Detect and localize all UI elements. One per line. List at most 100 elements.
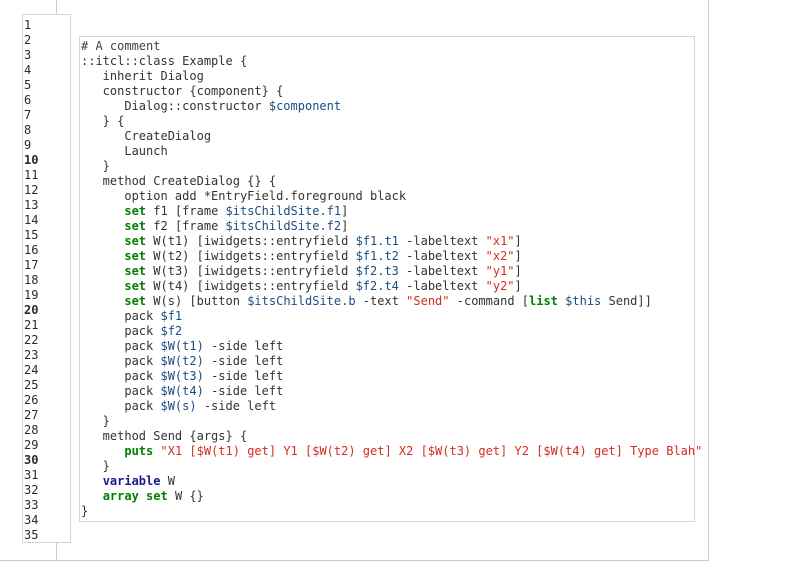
text-token: -text bbox=[355, 294, 407, 308]
text-token: } bbox=[81, 504, 89, 518]
line-number: 25 bbox=[24, 378, 39, 392]
text-token: option add *EntryField.foreground black bbox=[81, 189, 407, 203]
line-number: 16 bbox=[24, 243, 39, 257]
text-token bbox=[81, 279, 124, 293]
code-line: set W(t1) [iwidgets::entryfield $f1.t1 -… bbox=[81, 234, 702, 249]
text-token: pack bbox=[81, 384, 161, 398]
variable-token: $f2.t3 bbox=[355, 264, 399, 278]
line-number: 20 bbox=[24, 303, 39, 317]
text-token: ] bbox=[514, 264, 522, 278]
string-token: "X1 [$W(t1) get] Y1 [$W(t2) get] X2 [$W(… bbox=[160, 444, 703, 458]
keyword-token: set bbox=[124, 219, 147, 233]
code-line: } { bbox=[81, 114, 702, 129]
text-token bbox=[81, 474, 103, 488]
text-token: ] bbox=[514, 249, 522, 263]
string-token: "x1" bbox=[485, 234, 515, 248]
text-token bbox=[81, 249, 124, 263]
code-line: pack $f2 bbox=[81, 324, 702, 339]
text-token: pack bbox=[81, 369, 161, 383]
code-content[interactable]: # A comment::itcl::class Example { inher… bbox=[81, 39, 702, 519]
keyword-token: puts bbox=[124, 444, 154, 458]
variable-token: $itsChildSite.f1 bbox=[225, 204, 342, 218]
code-editor[interactable] bbox=[79, 36, 695, 522]
variable-token: $f2 bbox=[160, 324, 183, 338]
text-token: Dialog::constructor bbox=[81, 99, 269, 113]
keyword-token: list bbox=[529, 294, 558, 308]
text-token: CreateDialog bbox=[81, 129, 212, 143]
code-line: method CreateDialog {} { bbox=[81, 174, 702, 189]
text-token: W(t3) [iwidgets::entryfield bbox=[146, 264, 356, 278]
text-token: Send]] bbox=[601, 294, 652, 308]
text-token: } bbox=[81, 414, 110, 428]
code-line: pack $f1 bbox=[81, 309, 702, 324]
variable-token: $f1.t1 bbox=[355, 234, 399, 248]
text-token: ] bbox=[341, 219, 349, 233]
line-number: 21 bbox=[24, 318, 39, 332]
keyword-token: set bbox=[124, 234, 147, 248]
code-line: set W(s) [button $itsChildSite.b -text "… bbox=[81, 294, 702, 309]
code-line: option add *EntryField.foreground black bbox=[81, 189, 702, 204]
code-line: Launch bbox=[81, 144, 702, 159]
variable-token: $itsChildSite.f2 bbox=[225, 219, 342, 233]
variable-token: $f1 bbox=[160, 309, 183, 323]
text-token: -side left bbox=[203, 354, 284, 368]
code-line: set W(t4) [iwidgets::entryfield $f2.t4 -… bbox=[81, 279, 702, 294]
line-number: 10 bbox=[24, 153, 39, 167]
text-token bbox=[81, 219, 124, 233]
text-token: pack bbox=[81, 309, 161, 323]
line-number: 23 bbox=[24, 348, 39, 362]
text-token: } { bbox=[81, 114, 125, 128]
line-number: 28 bbox=[24, 423, 39, 437]
code-line: constructor {component} { bbox=[81, 84, 702, 99]
code-line: pack $W(t1) -side left bbox=[81, 339, 702, 354]
keyword-token: set bbox=[124, 294, 147, 308]
variable-token: $component bbox=[268, 99, 342, 113]
line-number: 32 bbox=[24, 483, 39, 497]
text-token: -side left bbox=[203, 369, 284, 383]
line-number: 1 bbox=[24, 18, 32, 32]
line-number: 12 bbox=[24, 183, 39, 197]
variable-token: $f1.t2 bbox=[355, 249, 399, 263]
line-number: 11 bbox=[24, 168, 39, 182]
text-token: W(t4) [iwidgets::entryfield bbox=[146, 279, 356, 293]
code-line: puts "X1 [$W(t1) get] Y1 [$W(t2) get] X2… bbox=[81, 444, 702, 459]
line-number: 8 bbox=[24, 123, 32, 137]
text-token: W(t1) [iwidgets::entryfield bbox=[146, 234, 356, 248]
text-token: pack bbox=[81, 354, 161, 368]
code-line: pack $W(t3) -side left bbox=[81, 369, 702, 384]
line-number-gutter bbox=[22, 14, 71, 543]
variable-token: $W(t3) bbox=[160, 369, 204, 383]
text-token: ::itcl::class Example { bbox=[81, 54, 248, 68]
line-number: 2 bbox=[24, 33, 32, 47]
text-token: W bbox=[160, 474, 175, 488]
text-token bbox=[81, 264, 124, 278]
text-token: -labeltext bbox=[398, 249, 486, 263]
line-number: 33 bbox=[24, 498, 39, 512]
code-line: pack $W(t2) -side left bbox=[81, 354, 702, 369]
line-number: 6 bbox=[24, 93, 32, 107]
line-number: 14 bbox=[24, 213, 39, 227]
text-token: constructor {component} { bbox=[81, 84, 284, 98]
text-token: Launch bbox=[81, 144, 168, 158]
keyword-token: set bbox=[124, 249, 147, 263]
variable-token: $W(t2) bbox=[160, 354, 204, 368]
line-number: 30 bbox=[24, 453, 39, 467]
string-token: "y1" bbox=[485, 264, 515, 278]
string-token: "y2" bbox=[485, 279, 515, 293]
line-number: 31 bbox=[24, 468, 39, 482]
text-token bbox=[81, 204, 124, 218]
variable-token: $W(t1) bbox=[160, 339, 204, 353]
code-line: set W(t2) [iwidgets::entryfield $f1.t2 -… bbox=[81, 249, 702, 264]
keyword-token: array bbox=[102, 489, 139, 503]
code-line: } bbox=[81, 414, 702, 429]
line-number: 19 bbox=[24, 288, 39, 302]
line-number: 7 bbox=[24, 108, 32, 122]
text-token: W(t2) [iwidgets::entryfield bbox=[146, 249, 356, 263]
code-line: set f1 [frame $itsChildSite.f1] bbox=[81, 204, 702, 219]
text-token bbox=[139, 489, 146, 503]
code-line: method Send {args} { bbox=[81, 429, 702, 444]
line-number: 5 bbox=[24, 78, 32, 92]
code-line: set f2 [frame $itsChildSite.f2] bbox=[81, 219, 702, 234]
line-number: 22 bbox=[24, 333, 39, 347]
